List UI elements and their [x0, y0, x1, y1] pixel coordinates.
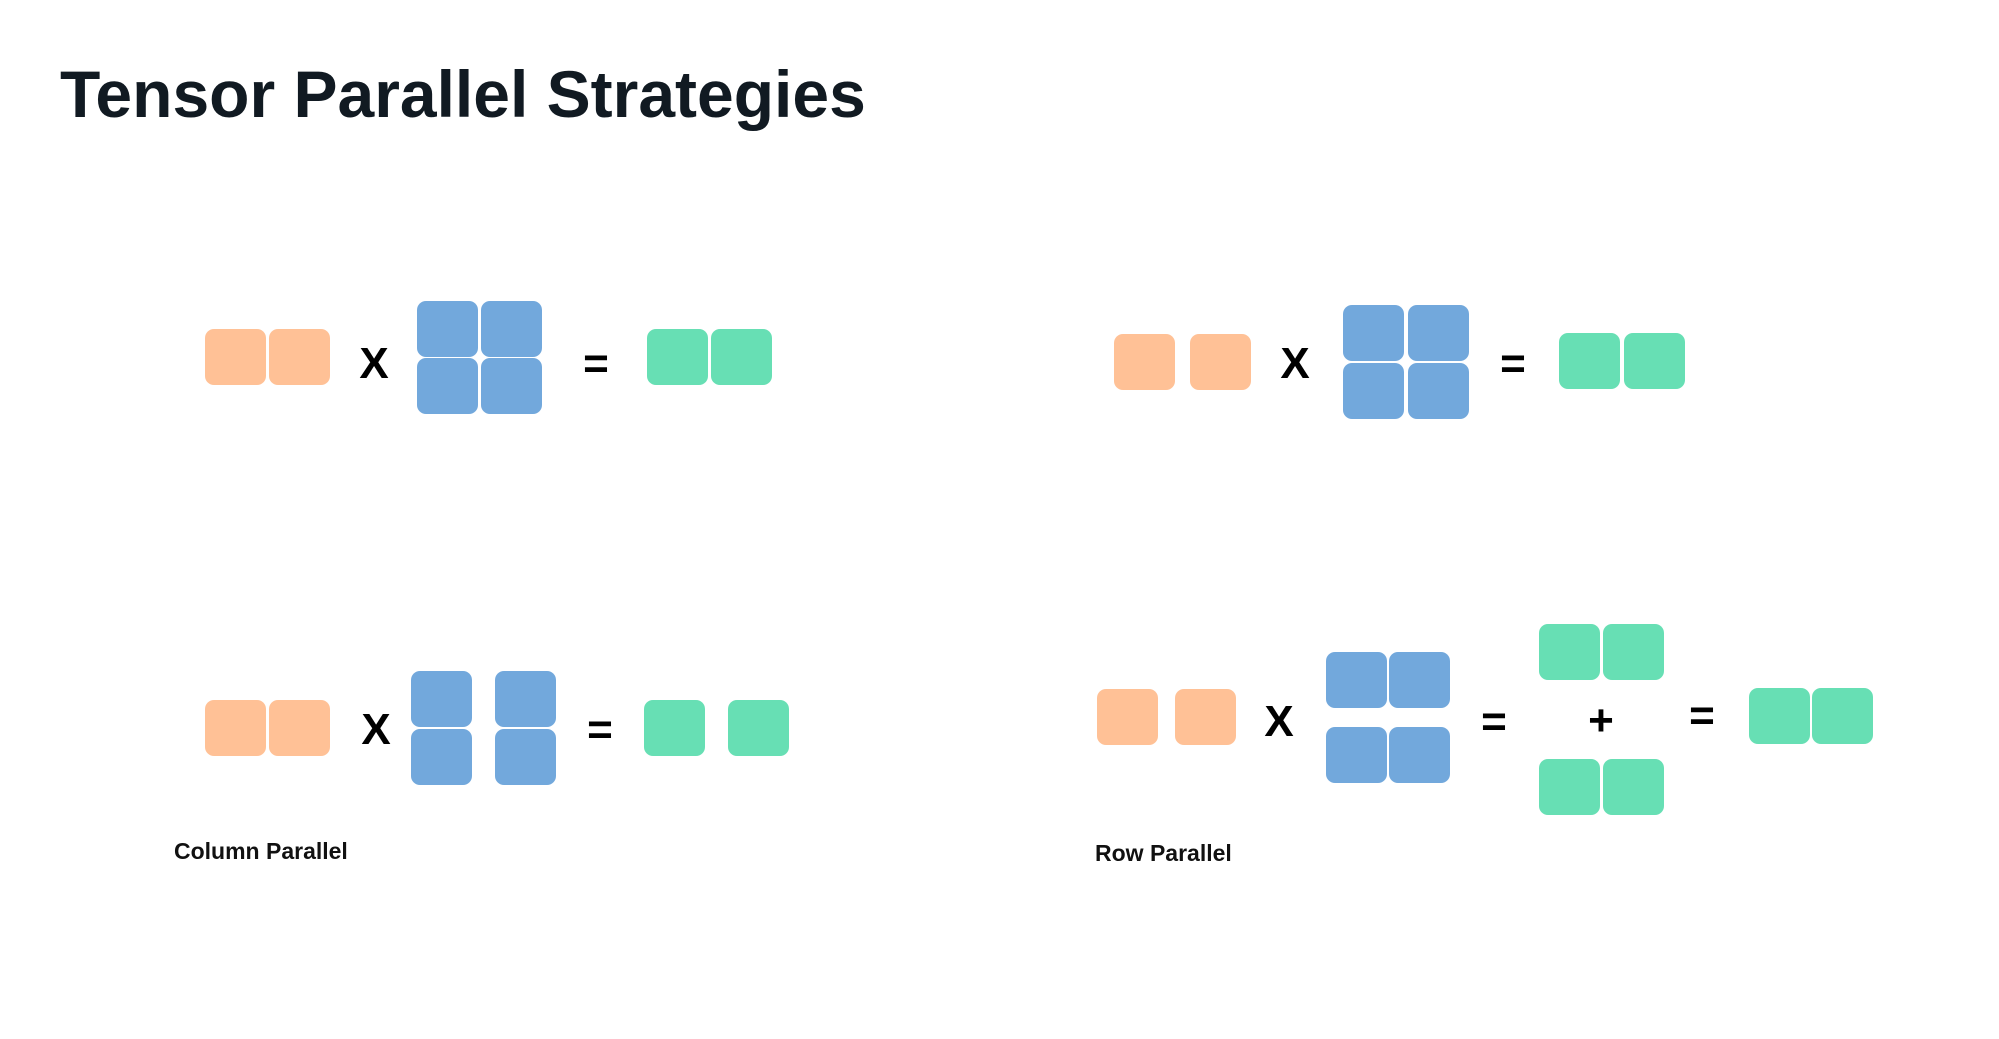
output-block [1749, 688, 1810, 744]
equals-operator: = [583, 339, 609, 388]
plus-operator: + [1588, 696, 1614, 745]
weight-block [495, 671, 556, 727]
weight-block [495, 729, 556, 785]
row-parallel-label: Row Parallel [1095, 840, 1232, 866]
output-block [711, 329, 772, 385]
weight-block [1343, 305, 1404, 361]
output-block [1624, 333, 1685, 389]
input-block [205, 329, 266, 385]
output-block [644, 700, 705, 756]
multiply-operator: X [1264, 697, 1294, 746]
output-block [1539, 624, 1600, 680]
weight-block [481, 301, 542, 357]
input-block [1175, 689, 1236, 745]
weight-block [1389, 727, 1450, 783]
multiply-operator: X [361, 705, 391, 754]
page-title: Tensor Parallel Strategies [60, 57, 866, 131]
weight-block [1343, 363, 1404, 419]
multiply-operator: X [1280, 339, 1310, 388]
output-block [647, 329, 708, 385]
equals-operator: = [1689, 691, 1715, 740]
weight-block [1408, 363, 1469, 419]
input-block [269, 329, 330, 385]
weight-block [1326, 727, 1387, 783]
weight-block [1326, 652, 1387, 708]
multiply-operator: X [359, 339, 389, 388]
input-block [1097, 689, 1158, 745]
output-block [1559, 333, 1620, 389]
weight-block [411, 671, 472, 727]
input-block [1114, 334, 1175, 390]
equals-operator: = [587, 705, 613, 754]
input-block [205, 700, 266, 756]
weight-block [1408, 305, 1469, 361]
weight-block [481, 358, 542, 414]
output-block [1603, 759, 1664, 815]
output-block [1603, 624, 1664, 680]
output-block [728, 700, 789, 756]
input-block [1190, 334, 1251, 390]
output-block [1539, 759, 1600, 815]
weight-block [1389, 652, 1450, 708]
output-block [1812, 688, 1873, 744]
weight-block [417, 301, 478, 357]
equals-operator: = [1481, 697, 1507, 746]
column-parallel-label: Column Parallel [174, 838, 348, 864]
input-block [269, 700, 330, 756]
weight-block [411, 729, 472, 785]
equals-operator: = [1500, 339, 1526, 388]
weight-block [417, 358, 478, 414]
